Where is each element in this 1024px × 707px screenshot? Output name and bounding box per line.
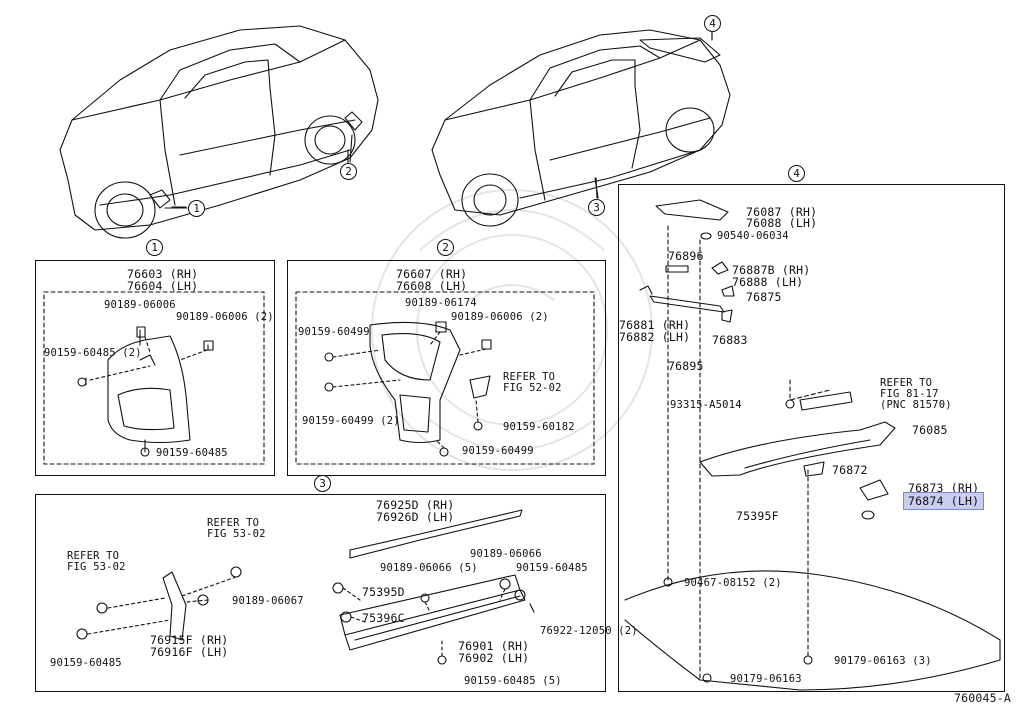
part-label[interactable]: 76875 [746, 290, 782, 304]
part-label[interactable]: 76901 (RH) [458, 639, 530, 653]
part-label[interactable]: 90540-06034 [717, 230, 789, 242]
part-label[interactable]: 75395F [736, 509, 779, 523]
part-label[interactable]: 76603 (RH) [127, 267, 199, 281]
part-label[interactable]: 90179-06163 (3) [834, 655, 932, 667]
part-label[interactable]: 76608 (LH) [396, 279, 468, 293]
car-left-illustration [59, 25, 379, 239]
part-label[interactable]: 90159-60485 [50, 657, 122, 669]
part-label[interactable]: FIG 53-02 [207, 528, 266, 540]
part-label[interactable]: (PNC 81570) [880, 399, 952, 411]
callout-3-panel: 3 [314, 475, 331, 492]
part-label[interactable]: 90179-06163 [730, 673, 802, 685]
part-label[interactable]: 90467-08152 (2) [684, 577, 782, 589]
part-label[interactable]: 90189-06066 [470, 548, 542, 560]
part-label[interactable]: 76873 (RH) [908, 481, 980, 495]
part-label[interactable]: 76881 (RH) [619, 318, 691, 332]
diagram-code: 760045-A [954, 691, 1011, 705]
callout-4-car[interactable]: 4 [704, 15, 721, 32]
part-label[interactable]: FIG 53-02 [67, 561, 126, 573]
part-label[interactable]: REFER TO [207, 517, 260, 529]
callout-2-panel: 2 [437, 239, 454, 256]
part-label[interactable]: 76088 (LH) [746, 216, 818, 230]
part-label[interactable]: 76883 [712, 333, 748, 347]
part-label[interactable]: 76085 [912, 423, 948, 437]
part-label[interactable]: 76925D (RH) [376, 498, 455, 512]
part-label[interactable]: 90159-60485 [156, 447, 228, 459]
part-label[interactable]: 90189-06067 [232, 595, 304, 607]
part-label[interactable]: 76926D (LH) [376, 510, 455, 524]
part-label[interactable]: 90159-60499 [298, 326, 370, 338]
part-label[interactable]: 75395D [362, 585, 405, 599]
panel4-parts [624, 199, 1001, 691]
part-label[interactable]: 90159-60485 (2) [44, 347, 142, 359]
part-label[interactable]: FIG 52-02 [503, 382, 562, 394]
panel2-parts [295, 291, 595, 465]
part-label[interactable]: 90159-60182 [503, 421, 575, 433]
part-label[interactable]: REFER TO [880, 377, 933, 389]
part-label[interactable]: 76896 [668, 249, 704, 263]
part-label[interactable]: 76902 (LH) [458, 651, 530, 665]
car-right-illustration [431, 25, 731, 227]
callout-3-car[interactable]: 3 [588, 199, 605, 216]
panel2-frame [287, 260, 606, 476]
part-label[interactable]: 90189-06066 (5) [380, 562, 478, 574]
callout-1-car[interactable]: 1 [188, 200, 205, 217]
part-label[interactable]: 76607 (RH) [396, 267, 468, 281]
watermark-seal [371, 189, 653, 471]
part-label[interactable]: 76087 (RH) [746, 205, 818, 219]
part-label[interactable]: 76887B (RH) [732, 263, 811, 277]
part-label[interactable]: 76882 (LH) [619, 330, 691, 344]
part-label[interactable]: 90159-60499 (2) [302, 415, 400, 427]
part-label[interactable]: 90159-60485 [516, 562, 588, 574]
part-label[interactable]: 76916F (LH) [150, 645, 229, 659]
part-label[interactable]: 93315-A5014 [670, 399, 742, 411]
callout-2-car[interactable]: 2 [340, 163, 357, 180]
part-label[interactable]: FIG 81-17 [880, 388, 939, 400]
part-label[interactable]: 76872 [832, 463, 868, 477]
part-label[interactable]: 90159-60485 (5) [464, 675, 562, 687]
part-label[interactable]: 76895 [668, 359, 704, 373]
callout-4-panel: 4 [788, 165, 805, 182]
part-label[interactable]: 90189-06006 (2) [176, 311, 274, 323]
panel3-frame [35, 494, 606, 692]
part-label[interactable]: 76604 (LH) [127, 279, 199, 293]
part-label[interactable]: 76922-12050 (2) [540, 625, 638, 637]
part-label[interactable]: REFER TO [503, 371, 556, 383]
panel4-frame [618, 184, 1005, 692]
panel1-parts [43, 291, 265, 465]
panel3-parts [76, 509, 535, 665]
part-label[interactable]: 75396C [362, 611, 405, 625]
panel1-frame [35, 260, 275, 476]
part-label[interactable]: 90189-06006 (2) [451, 311, 549, 323]
part-label[interactable]: 90189-06174 [405, 297, 477, 309]
part-label[interactable]: 76888 (LH) [732, 275, 804, 289]
part-label[interactable]: REFER TO [67, 550, 120, 562]
part-label[interactable]: 76915F (RH) [150, 633, 229, 647]
part-label[interactable]: 90159-60499 [462, 445, 534, 457]
callout-1-panel: 1 [146, 239, 163, 256]
part-label-highlighted[interactable]: 76874 (LH) [902, 492, 985, 510]
part-label[interactable]: 90189-06006 [104, 299, 176, 311]
